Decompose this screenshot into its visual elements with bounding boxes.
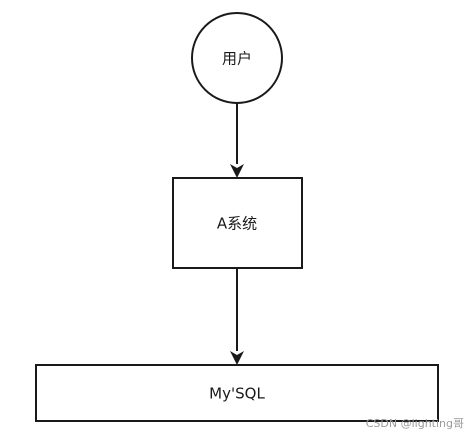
watermark-text: CSDN @lighting哥	[365, 417, 464, 430]
edge-system-a-to-mysql	[230, 268, 244, 365]
node-system-a: A系统	[172, 177, 303, 269]
node-mysql-label: My'SQL	[209, 385, 265, 403]
node-mysql: My'SQL	[35, 364, 439, 422]
arrowhead-icon	[230, 164, 244, 178]
edge-user-to-system-a	[230, 103, 244, 178]
arrowhead-icon	[230, 351, 244, 365]
node-user: 用户	[191, 12, 283, 104]
node-user-label: 用户	[222, 50, 252, 68]
system-a-box-shape	[172, 177, 303, 269]
node-system-a-label: A系统	[217, 215, 257, 233]
mysql-box-shape	[35, 364, 439, 422]
